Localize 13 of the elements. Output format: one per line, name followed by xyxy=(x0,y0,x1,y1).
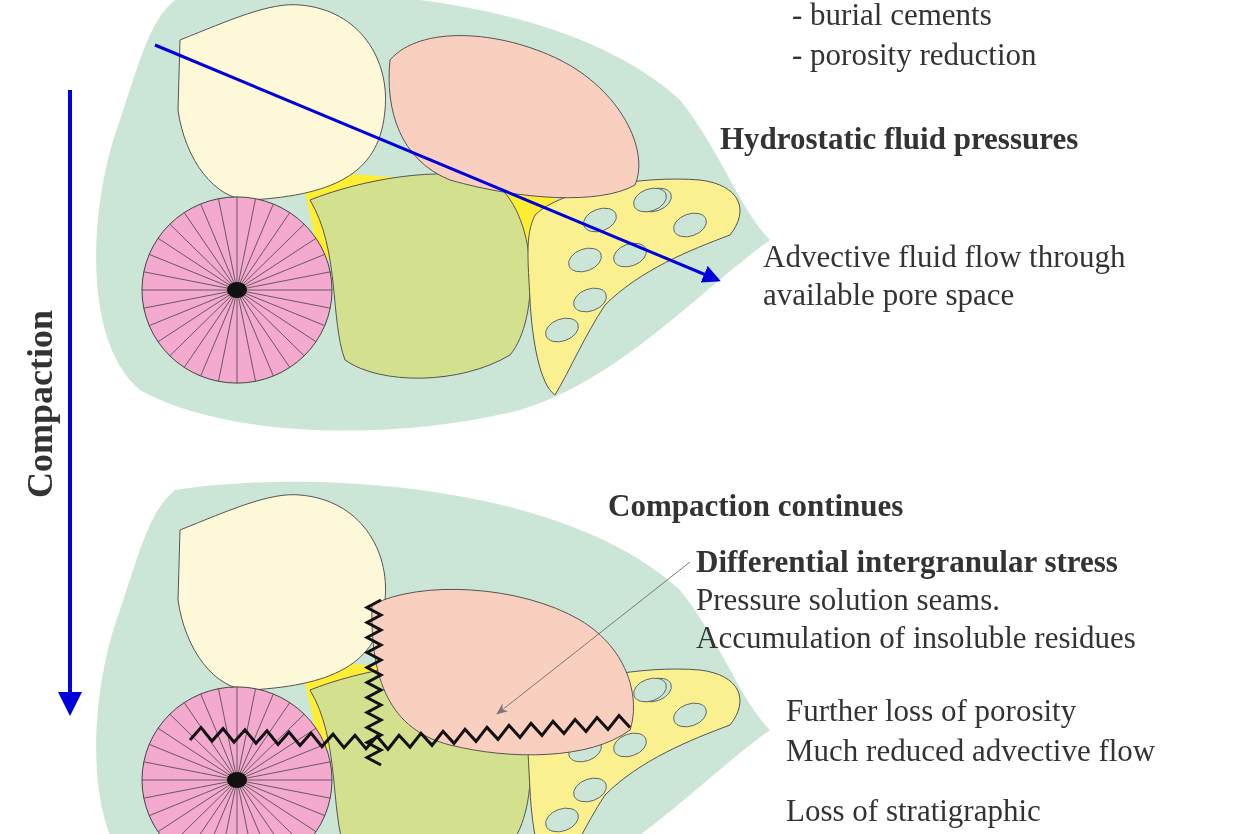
label-text: - porosity reduction xyxy=(792,36,1037,74)
label-text: Further loss of porosity xyxy=(786,692,1077,730)
label-text: Loss of stratigraphic xyxy=(786,792,1041,830)
label-text: Much reduced advective flow xyxy=(786,732,1156,770)
label-text: Advective fluid flow through available pore space xyxy=(763,238,1127,314)
label-text: Compaction continues xyxy=(608,487,904,525)
body-text: Pressure solution seams. Accumulation of insoluble residues xyxy=(696,581,1137,657)
label-text: - burial cements xyxy=(792,0,992,34)
leader-line xyxy=(496,561,691,715)
label-text: Compaction xyxy=(21,309,59,500)
heading-text: Differential intergranular stress xyxy=(696,543,1119,581)
label-text: Hydrostatic fluid pressures xyxy=(720,120,1079,158)
grain xyxy=(371,588,634,756)
